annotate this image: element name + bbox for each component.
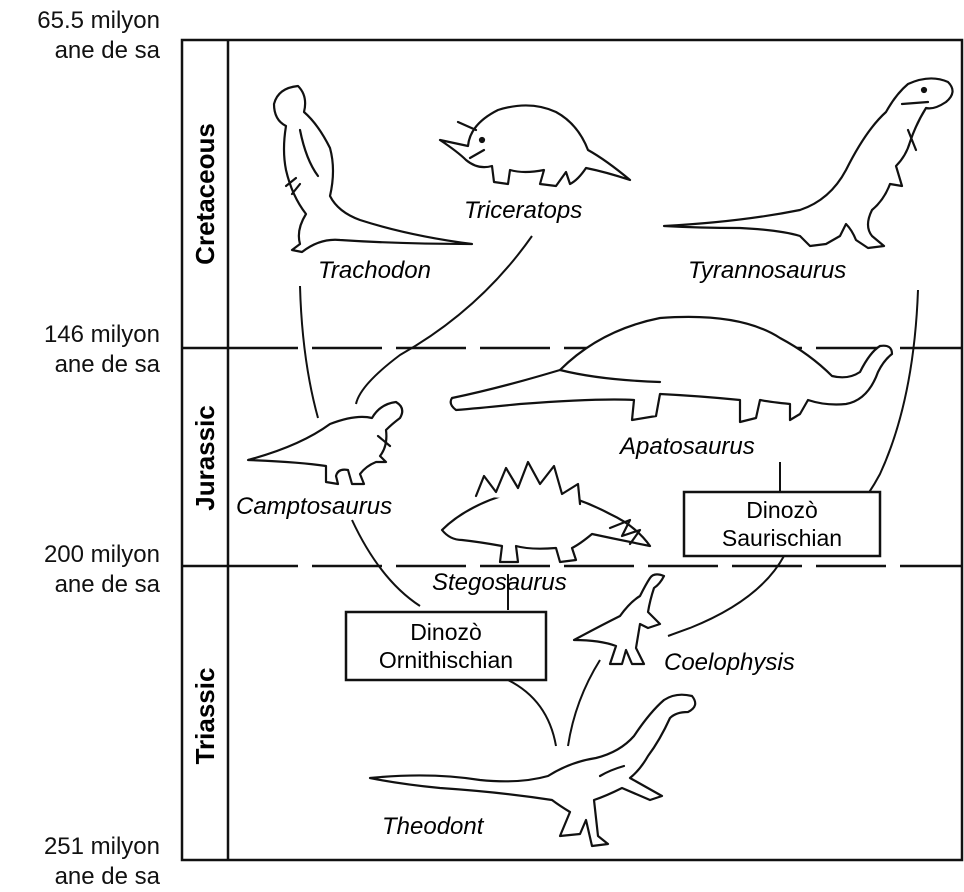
saurischian-line2: Saurischian xyxy=(722,525,842,551)
label-apatosaurus: Apatosaurus xyxy=(618,433,755,460)
label-trachodon: Trachodon xyxy=(318,257,431,284)
coelophysis-illustration xyxy=(574,574,664,664)
label-coelophysis: Coelophysis xyxy=(664,649,795,676)
triceratops-illustration xyxy=(440,105,630,186)
line-ornithischian-theodont xyxy=(508,680,556,746)
camptosaurus-illustration xyxy=(248,402,402,484)
saurischian-line1: Dinozò xyxy=(746,497,818,523)
label-tyrannosaurus: Tyrannosaurus xyxy=(688,257,846,284)
ornithischian-line1: Dinozò xyxy=(410,619,482,645)
label-triceratops: Triceratops xyxy=(464,197,582,224)
period-jurassic: Jurassic xyxy=(190,405,220,511)
label-theodont: Theodont xyxy=(382,813,485,840)
saurischian-box: Dinozò Saurischian xyxy=(684,492,880,556)
line-theodont-coelophysis xyxy=(568,660,600,746)
apatosaurus-illustration xyxy=(451,317,892,422)
stegosaurus-illustration xyxy=(442,462,650,562)
period-triassic: Triassic xyxy=(190,668,220,765)
line-saurischian-coelophysis xyxy=(668,556,784,636)
tyrannosaurus-illustration xyxy=(664,78,953,248)
ornithischian-line2: Ornithischian xyxy=(379,647,513,673)
trachodon-illustration xyxy=(274,86,472,252)
ornithischian-box: Dinozò Ornithischian xyxy=(346,612,546,680)
period-cretaceous: Cretaceous xyxy=(190,123,220,265)
label-camptosaurus: Camptosaurus xyxy=(236,493,392,520)
line-camptosaurus-ornithischian xyxy=(352,520,420,606)
label-stegosaurus: Stegosaurus xyxy=(432,569,567,596)
line-trachodon-camptosaurus xyxy=(300,286,318,418)
